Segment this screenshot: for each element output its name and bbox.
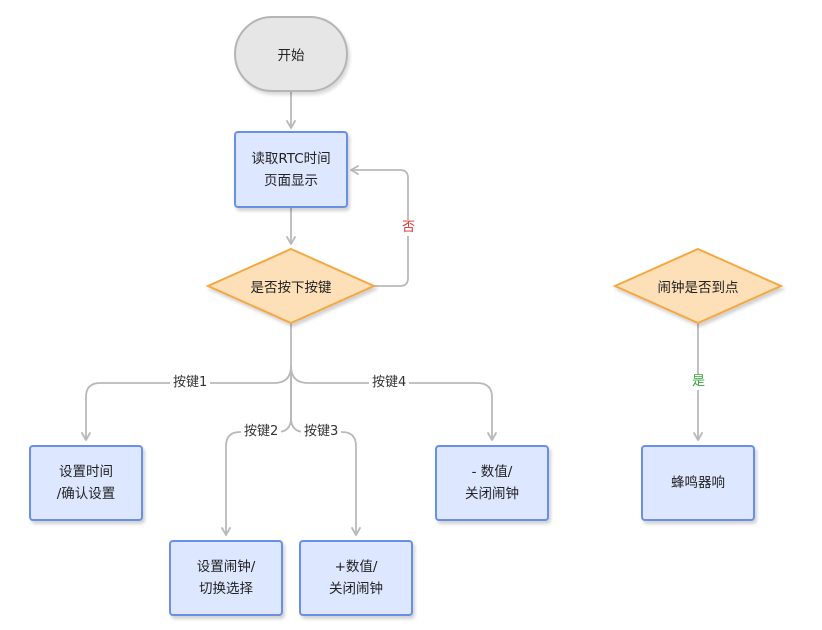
buzzer-node: 蜂鸣器响	[641, 445, 755, 521]
edge-label-no: 否	[399, 220, 419, 236]
edge-label-key2: 按键2	[241, 424, 282, 440]
alarm-check-label: 闹钟是否到点	[657, 280, 739, 296]
set-time-line1: 设置时间	[59, 464, 113, 480]
decision-alarm	[612, 247, 784, 325]
edge-key2	[221, 366, 292, 536]
edge-key4	[290, 365, 497, 441]
buzzer-label: 蜂鸣器响	[671, 475, 725, 491]
set-alarm-line2: 切换选择	[199, 581, 253, 597]
read-rtc-line1: 读取RTC时间	[251, 150, 331, 167]
decision-key-pressed	[205, 247, 377, 325]
minus-value-line1: - 数值/	[471, 464, 513, 480]
plus-value-node: +数值/ 关闭闹钟	[299, 540, 413, 616]
read-rtc-node: 读取RTC时间 页面显示	[234, 131, 348, 208]
edge-label-key4: 按键4	[369, 375, 410, 391]
minus-value-line2: 关闭闹钟	[465, 486, 519, 502]
set-time-node: 设置时间 /确认设置	[29, 445, 143, 521]
minus-value-node: - 数值/ 关闭闹钟	[435, 445, 549, 521]
edge-key3	[290, 366, 361, 536]
key-pressed-label: 是否按下按键	[250, 280, 332, 296]
edge-label-key1: 按键1	[170, 375, 211, 391]
edge-label-yes: 是	[689, 374, 709, 390]
plus-value-line1: +数值/	[334, 559, 378, 575]
start-label: 开始	[277, 48, 305, 64]
edge-label-key3: 按键3	[301, 424, 342, 440]
start-node: 开始	[234, 16, 348, 92]
set-alarm-node: 设置闹钟/ 切换选择	[169, 540, 283, 616]
edge-key1	[81, 365, 292, 441]
read-rtc-line2: 页面显示	[264, 172, 318, 189]
set-time-line2: /确认设置	[56, 486, 116, 502]
set-alarm-line1: 设置闹钟/	[196, 559, 256, 575]
plus-value-line2: 关闭闹钟	[329, 581, 383, 597]
